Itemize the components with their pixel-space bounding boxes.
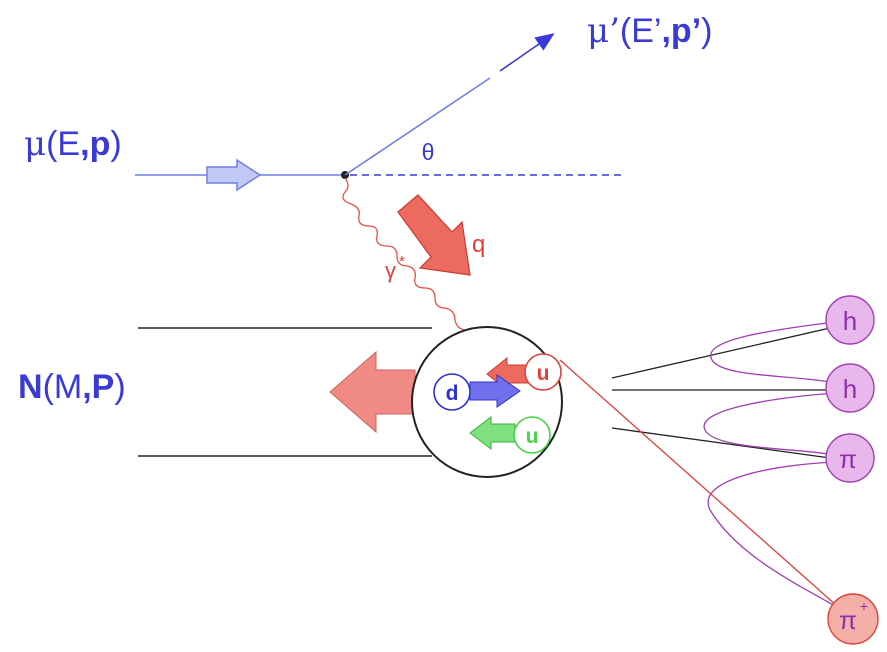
pion-plus-circle xyxy=(827,593,879,645)
u-quark-green-label: u xyxy=(526,425,539,448)
incoming-momentum: p xyxy=(89,125,111,163)
outgoing-muon-label: μ’(E’,p’) xyxy=(587,14,712,48)
d-quark-arrow xyxy=(469,374,521,408)
outgoing-momentum: p’ xyxy=(670,12,702,50)
outgoing-mu-symbol: μ’ xyxy=(587,11,620,51)
nucleon-comma: , xyxy=(82,368,92,406)
incoming-close: ) xyxy=(110,125,122,163)
photon-star-label: * xyxy=(399,253,405,270)
outgoing-muon-line xyxy=(344,77,491,176)
pion-plus-label: π xyxy=(839,605,857,635)
nucleon-momentum: P xyxy=(91,368,115,406)
outgoing-muon-arrow-line xyxy=(499,33,555,72)
nucleon-momentum-arrow xyxy=(329,350,416,434)
outgoing-close: ) xyxy=(701,12,713,50)
hadron-pi-label: π xyxy=(839,444,857,474)
u-quark-struck-label: u xyxy=(537,362,550,385)
nucleon-args-open: (M xyxy=(42,368,83,406)
hadron-pi-circle xyxy=(825,433,875,483)
nucleon-close: ) xyxy=(114,368,126,406)
incoming-comma: , xyxy=(80,125,90,163)
u-quark-arrow-green xyxy=(469,415,516,451)
photon-momentum-arrow xyxy=(397,194,471,276)
hadron-h1-label: h xyxy=(843,306,857,336)
outgoing-comma: , xyxy=(661,12,671,50)
u-quark-green-circle xyxy=(513,416,551,454)
d-quark-label: d xyxy=(446,382,459,405)
nucleon-label: N(M,P) xyxy=(18,370,126,404)
fragmentation-loop-2 xyxy=(703,392,836,456)
incoming-muon-label: μ(E,p) xyxy=(24,127,122,161)
photon-gamma-label: γ xyxy=(385,258,396,283)
pion-plus-sup: + xyxy=(860,598,868,614)
scattering-angle-label: θ xyxy=(422,139,435,165)
nucleon-symbol: N xyxy=(18,368,43,406)
string-line-bottom xyxy=(611,427,831,459)
hadron-h1-circle xyxy=(825,295,875,345)
hadron-h2-label: h xyxy=(843,374,857,404)
fragmentation-loop-1 xyxy=(710,321,836,384)
fragmentation-loop-3 xyxy=(707,461,846,613)
u-quark-struck-circle xyxy=(524,353,562,391)
string-line-top xyxy=(611,327,831,379)
incoming-args-open: (E xyxy=(46,125,81,163)
hadron-h2-circle xyxy=(825,363,875,413)
outgoing-args-open: (E’ xyxy=(619,12,662,50)
incoming-muon-arrow xyxy=(206,158,262,192)
photon-q-label: q xyxy=(472,231,485,258)
incoming-mu-symbol: μ xyxy=(24,124,47,164)
struck-quark-line xyxy=(559,359,847,615)
d-quark-circle xyxy=(433,373,471,411)
nucleon-circle xyxy=(411,326,563,478)
